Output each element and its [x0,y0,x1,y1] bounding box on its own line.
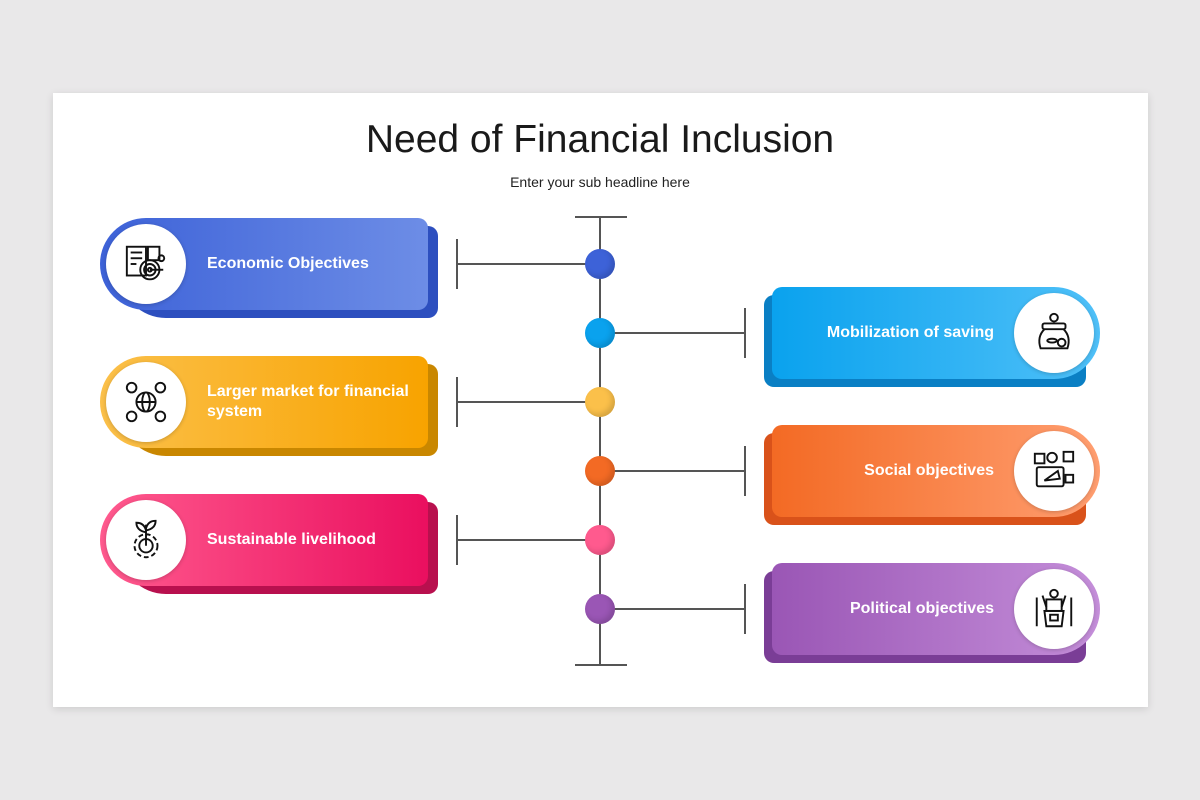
icon-circle [106,224,186,304]
connector-line [600,332,745,334]
target-checklist-icon [125,245,166,281]
money-jar-icon [1038,312,1070,350]
timeline-dot [585,525,615,555]
icon-circle [1014,293,1094,373]
timeline-top-cap [575,216,627,218]
icon-circle [106,362,186,442]
timeline-bottom-cap [575,664,627,666]
connector-cap [744,584,746,634]
icon-circle [1014,569,1094,649]
connector-cap [744,308,746,358]
objective-card: Political objectives [764,563,1100,663]
objective-label: Political objectives [849,600,994,617]
objective-card: Sustainable livelihood [100,494,438,594]
timeline-dot [585,249,615,279]
connector-cap [456,239,458,289]
connector-line [457,401,600,403]
icon-circle [1014,431,1094,511]
objective-label: Sustainable livelihood [207,531,376,548]
timeline-dot [585,456,615,486]
timeline-dot [585,594,615,624]
icon-circle [106,500,186,580]
connector-line [457,539,600,541]
objective-label: Economic Objectives [207,255,369,272]
objective-label: Social objectives [864,462,994,479]
social-media-icon [1033,450,1075,488]
timeline-axis [599,217,601,665]
page-title: Need of Financial Inclusion [365,118,835,161]
objective-card: Economic Objectives [100,218,438,318]
subtitle: Enter your sub headline here [510,174,690,190]
connector-cap [456,515,458,565]
objective-card: Mobilization of saving [764,287,1100,387]
timeline-dot [585,318,615,348]
connector-line [457,263,600,265]
connector-line [600,470,745,472]
connector-cap [456,377,458,427]
connector-cap [744,446,746,496]
objective-label: Larger market for financial system [207,383,409,420]
objective-card: Larger market for financial system [100,356,438,456]
objective-card: Social objectives [764,425,1100,525]
connector-line [600,608,745,610]
plant-gear-icon [133,519,159,559]
politician-podium-icon [1035,588,1073,628]
objective-label: Mobilization of saving [826,324,994,341]
globe-dollar-icon [125,381,167,423]
timeline-dot [585,387,615,417]
